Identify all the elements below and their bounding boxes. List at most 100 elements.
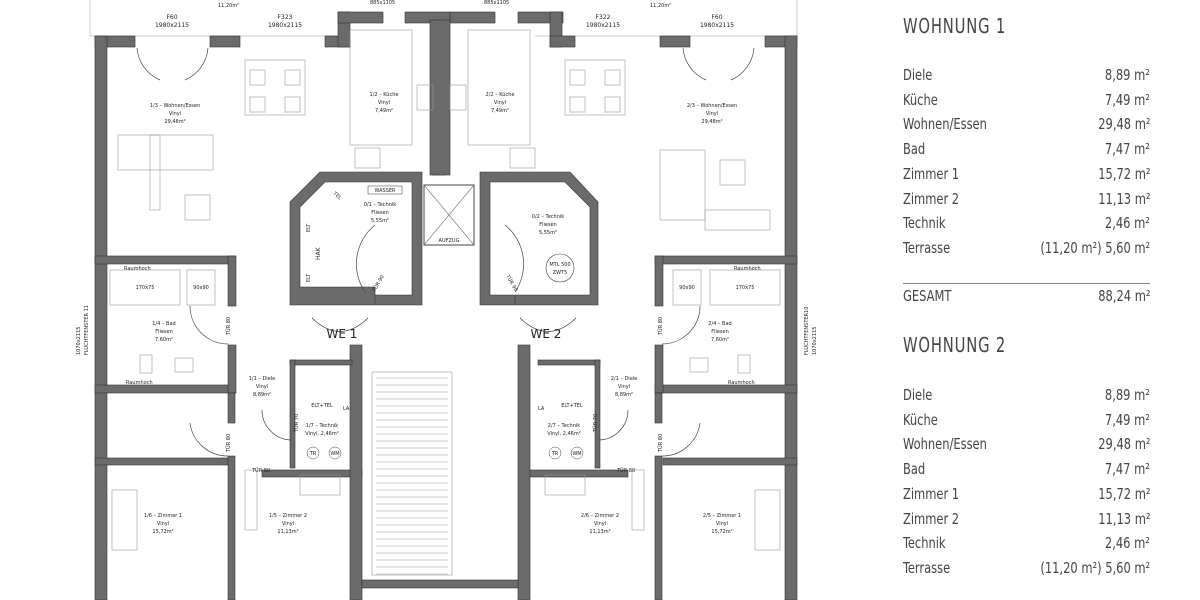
shower-size: 90x90 — [193, 285, 209, 291]
area-value: 2,46 m² — [1105, 214, 1150, 233]
room-floor: Vinyl, 2,46m² — [547, 431, 580, 437]
meter-label: ZWT5 — [553, 270, 568, 276]
window-code: F323 — [278, 14, 293, 21]
window-code: F322 — [596, 14, 611, 21]
door-label: TÜR 80 — [657, 434, 664, 453]
door-swings — [136, 47, 755, 457]
room-area: 29,48m² — [701, 119, 722, 125]
room-name: 1/1 – Diele — [249, 376, 276, 382]
water-label: WASSER — [374, 188, 396, 194]
door-label: TÜR 80 — [657, 317, 664, 336]
washer-label: WM — [572, 451, 581, 457]
window-code: F60 — [166, 14, 177, 21]
room-area: 8,89m² — [615, 392, 633, 398]
room-name: 2/3 – Wohnen/Essen — [687, 103, 737, 109]
door-label: TÜR 70 — [293, 414, 300, 433]
area-value: 8,89 m² — [1105, 386, 1150, 404]
door-label: TÜR 80 — [225, 434, 232, 453]
area-row: Bad 7,47 m² — [903, 460, 1150, 482]
room-area: 11,13m² — [277, 529, 298, 535]
elt-tel-label: ELT+TEL — [311, 403, 333, 409]
area-value: 29,48 m² — [1097, 115, 1150, 134]
dryer-label: TR — [309, 451, 317, 457]
area-row: Terrasse(11,20 m²) 5,60 m² — [903, 559, 1150, 581]
bathtub-size: 170x75 — [736, 285, 755, 291]
room-name: 2/7 – Technik — [548, 423, 580, 429]
floor-plan: 11,20m² 11,20m² 885x1105 885x1105 F60 19… — [76, 0, 818, 600]
door-label: TÜR 90 — [370, 274, 386, 294]
area-value: 15,72 m² — [1097, 164, 1150, 183]
room-name: 2/1 – Diele — [611, 376, 638, 382]
total-value: 88,24 m² — [1097, 287, 1150, 305]
elevator-shaft — [423, 184, 475, 246]
room-area: 8,89m² — [253, 392, 271, 398]
la-label: LA — [343, 406, 350, 412]
area-label: Küche — [903, 90, 938, 109]
area-label: Zimmer 1 — [903, 484, 960, 503]
door-label: TÜR 80 — [251, 467, 270, 474]
door-size-left: 885x1105 — [370, 0, 395, 6]
area-label: Küche — [903, 410, 938, 429]
area-value: (11,20 m²) 5,60 m² — [1040, 238, 1150, 257]
terrace-right-area: 11,20m² — [650, 3, 671, 9]
entry-label-we2: WE 2 — [531, 327, 562, 341]
area-row: Diele 8,89 m² — [903, 386, 1150, 408]
tel-label: TEL — [331, 190, 343, 201]
ceiling-label: Raumhoch — [126, 380, 153, 386]
total-label: GESAMT — [903, 287, 952, 305]
room-floor: Vinyl — [256, 384, 268, 390]
room-area: 5,55m² — [371, 218, 389, 224]
apartment-1-total: GESAMT 88,24 m² — [903, 287, 1150, 309]
apartment-1-title: WOHNUNG 1 — [903, 14, 1007, 38]
room-floor: Vinyl — [716, 521, 728, 527]
room-area: 11,13m² — [589, 529, 610, 535]
room-name: 1/2 – Küche — [370, 92, 399, 98]
storage-tank-label: MTL 500 — [549, 262, 570, 268]
escape-window-size: 1070x2115 — [76, 327, 82, 355]
room-floor: Vinyl — [494, 100, 506, 106]
room-floor: Vinyl — [169, 111, 181, 117]
technik-room-left-walls — [289, 171, 423, 306]
ceiling-label: Raumhoch — [124, 266, 151, 272]
room-name: 2/2 – Küche — [486, 92, 515, 98]
room-area: 7,60m² — [711, 337, 729, 343]
misc-labels: WASSER HAK ELT ELT TEL MTL 500 ZWT5 TÜR … — [76, 185, 818, 474]
room-name: 0/2 – Technik — [532, 214, 564, 220]
elt-label: ELT — [306, 273, 312, 282]
room-name: 0/1 – Technik — [364, 202, 396, 208]
dryer-label: TR — [551, 451, 559, 457]
area-value: 7,47 m² — [1105, 460, 1150, 479]
room-floor: Fliesen — [539, 222, 557, 228]
entry-arc-we1 — [311, 317, 369, 332]
door-label: TÜR 80 — [225, 317, 232, 336]
room-name: 1/4 – Bad — [152, 321, 175, 327]
elt-tel-label: ELT+TEL — [561, 403, 583, 409]
room-floor: Vinyl — [157, 521, 169, 527]
furniture — [109, 29, 781, 576]
room-floor: Fliesen — [711, 329, 729, 335]
window-size: 1980x2115 — [586, 22, 620, 29]
area-value: 29,48 m² — [1097, 435, 1150, 454]
area-label: Wohnen/Essen — [903, 435, 987, 454]
room-area: 5,55m² — [539, 230, 557, 236]
room-floor: Fliesen — [371, 210, 389, 216]
area-label: Diele — [903, 386, 933, 404]
room-name: 2/6 – Zimmer 2 — [581, 513, 619, 519]
area-label: Technik — [903, 534, 946, 553]
room-area: 7,49m² — [491, 108, 509, 114]
room-floor: Fliesen — [155, 329, 173, 335]
area-label: Bad — [903, 140, 926, 159]
entry-arc-we2 — [519, 317, 577, 332]
elt-label: ELT — [306, 223, 312, 232]
window-size: 1980x2115 — [155, 22, 189, 29]
area-label: Bad — [903, 460, 926, 479]
area-label: Terrasse — [903, 238, 951, 257]
room-floor: Vinyl — [618, 384, 630, 390]
door-label: TÜR 90 — [504, 273, 520, 293]
window-code: F60 — [711, 14, 722, 21]
window-labels: F60 1980x2115 F323 1980x2115 F322 1980x2… — [155, 14, 734, 29]
